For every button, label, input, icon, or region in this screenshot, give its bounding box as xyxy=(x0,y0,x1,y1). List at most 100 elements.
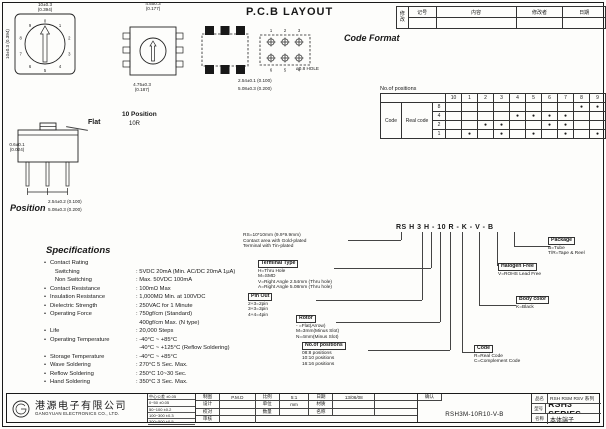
text-line: V=Right Angle 2.54mm (Thru hole) xyxy=(258,279,332,285)
specifications-list: •Contact Rating Switching: 5VDC 20mA (Mi… xyxy=(44,259,280,387)
pos-table-cell: 1 xyxy=(432,129,446,139)
spec-text: • xyxy=(44,311,47,317)
revision-empty-cell xyxy=(562,17,606,29)
pos-table-cell xyxy=(380,93,446,103)
position-title: Position xyxy=(10,203,46,213)
revision-empty-cell xyxy=(515,17,564,29)
pn-body-color-title: Body color xyxy=(516,296,550,304)
connector-line xyxy=(440,232,441,322)
part-number-code: RS H 3 H - 10 R - K - V - B xyxy=(396,224,494,231)
pos-table-cell: ● xyxy=(557,120,574,130)
pos-table-cell xyxy=(477,102,494,112)
pos-table-cell: 8 xyxy=(432,102,446,112)
svg-text:4: 4 xyxy=(298,68,301,73)
pos-table-cell: ● xyxy=(573,102,590,112)
spec-text xyxy=(136,259,280,268)
svg-text:4: 4 xyxy=(59,64,62,69)
spec-text: • xyxy=(44,353,47,360)
svg-text:3: 3 xyxy=(68,51,71,56)
svg-text:2: 2 xyxy=(284,28,287,33)
pos-table-cell xyxy=(461,111,478,121)
text-line: 4+4=4pin xyxy=(248,312,269,318)
connector-line xyxy=(479,232,480,305)
text-line: 10:10 positions xyxy=(302,356,335,362)
svg-text:1: 1 xyxy=(270,28,273,33)
spec-text: Operating Force xyxy=(50,311,92,317)
revision-header: 记号 xyxy=(407,6,437,18)
pos-table-cell xyxy=(573,111,590,121)
specifications-title: Specifications xyxy=(46,245,111,256)
pos-table-cell: ● xyxy=(461,129,478,139)
spec-row: •Dielectric Strength: 250VAC for 1 Minut… xyxy=(44,302,280,311)
revision-empty-cell xyxy=(407,17,437,29)
text-line: 3+3=3pin xyxy=(248,307,269,313)
revision-empty-cell xyxy=(435,17,517,29)
spec-text: Non Switching xyxy=(50,277,92,283)
company-name-cn: 港源电子有限公司 xyxy=(35,401,127,412)
spec-row: -40°C ~ +125°C (Reflow Soldering) xyxy=(44,344,280,353)
connector-line xyxy=(479,305,516,306)
text-line: Terminal with Tin-plated xyxy=(243,244,294,250)
pos-table-cell xyxy=(557,102,574,112)
text-line: R=Real Code xyxy=(474,353,503,359)
svg-text:3: 3 xyxy=(298,28,301,33)
connector-line xyxy=(336,322,440,323)
name-value xyxy=(333,408,376,416)
spec-text: 400gf/cm Max. (N type) xyxy=(136,319,200,326)
svg-text:2: 2 xyxy=(68,36,71,41)
dim-topview-width2: 4.75±0.3(0.187) xyxy=(133,82,151,93)
spec-text: Wave Soldering xyxy=(50,362,91,368)
pn-pin-out-title: Pin Out xyxy=(248,293,273,301)
pcb-layout-title: P.C.B LAYOUT xyxy=(246,6,334,18)
pos-table-cell: ● xyxy=(541,120,558,130)
spec-row: •Operating Force : 750gf/cm (Standard) xyxy=(44,310,280,319)
company-logo xyxy=(12,400,30,418)
pos-table-cell xyxy=(509,129,526,139)
spec-row: •Storage Temperature: -40°C ~ +85°C xyxy=(44,353,280,362)
svg-text:6: 6 xyxy=(270,68,273,73)
pos-table-cell xyxy=(589,120,606,130)
text-line: RS=10*10mm (9.9*9.9mm) xyxy=(243,233,301,238)
spec-text xyxy=(50,319,136,328)
spec-row: •Operating Temperature: -40°C ~ +85°C xyxy=(44,336,280,345)
check-value xyxy=(219,408,256,416)
spec-text: Reflow Soldering xyxy=(50,370,94,377)
spec-text: : 1,000MΩ Min. at 100VDC xyxy=(136,294,206,300)
check-label: 校对 xyxy=(196,408,220,416)
pn-rotor-title: Rotor xyxy=(296,315,316,323)
spec-row: Switching: 5VDC 20mA (Min. AC/DC 20mA 1μ… xyxy=(44,268,280,277)
material-value xyxy=(333,401,376,409)
pos-table-cell: ● xyxy=(525,129,542,139)
spec-text: : -40°C ~ +85°C xyxy=(136,353,178,360)
connector-line xyxy=(422,232,423,300)
ten-r-label: 10R xyxy=(129,121,141,127)
spec-text: : 100mΩ Max xyxy=(136,285,171,292)
pos-table-cell: Code xyxy=(380,102,402,139)
pos-table-cell: ● xyxy=(477,120,494,130)
spec-text: -40°C ~ +125°C (Reflow Soldering) xyxy=(136,345,230,351)
spec-text: : 750gf/cm (Standard) xyxy=(136,311,193,317)
product-label: 品名 xyxy=(532,394,548,403)
text-line: A=Right Angle 5.08mm (Thru hole) xyxy=(258,285,332,291)
spec-row: •Contact Resistance: 100mΩ Max xyxy=(44,285,280,294)
spec-text: Operating Temperature xyxy=(50,336,110,343)
pos-table-cell: 10 xyxy=(445,93,462,103)
empty-cell xyxy=(375,401,417,409)
approve-label: 确认 xyxy=(418,394,442,402)
pos-table-cell: Real code xyxy=(401,102,433,139)
drawn-label: 制图 xyxy=(196,394,220,402)
connector-line xyxy=(450,232,451,350)
spec-text: : 250VAC for 1 Minute xyxy=(136,302,193,309)
part-name-value: 本体端子 xyxy=(550,417,575,424)
pos-table-cell: 6 xyxy=(541,93,558,103)
spec-text: : Max. 50VDC 100mA xyxy=(136,277,193,283)
pos-table-cell: ● xyxy=(589,102,606,112)
text-line: N=4mm(Minus Slot) xyxy=(296,334,339,340)
qty-label: 数量 xyxy=(255,408,280,416)
spec-text: : 20,000 Steps xyxy=(136,328,174,334)
pos-table-cell: 7 xyxy=(557,93,574,103)
connector-line xyxy=(497,232,498,266)
